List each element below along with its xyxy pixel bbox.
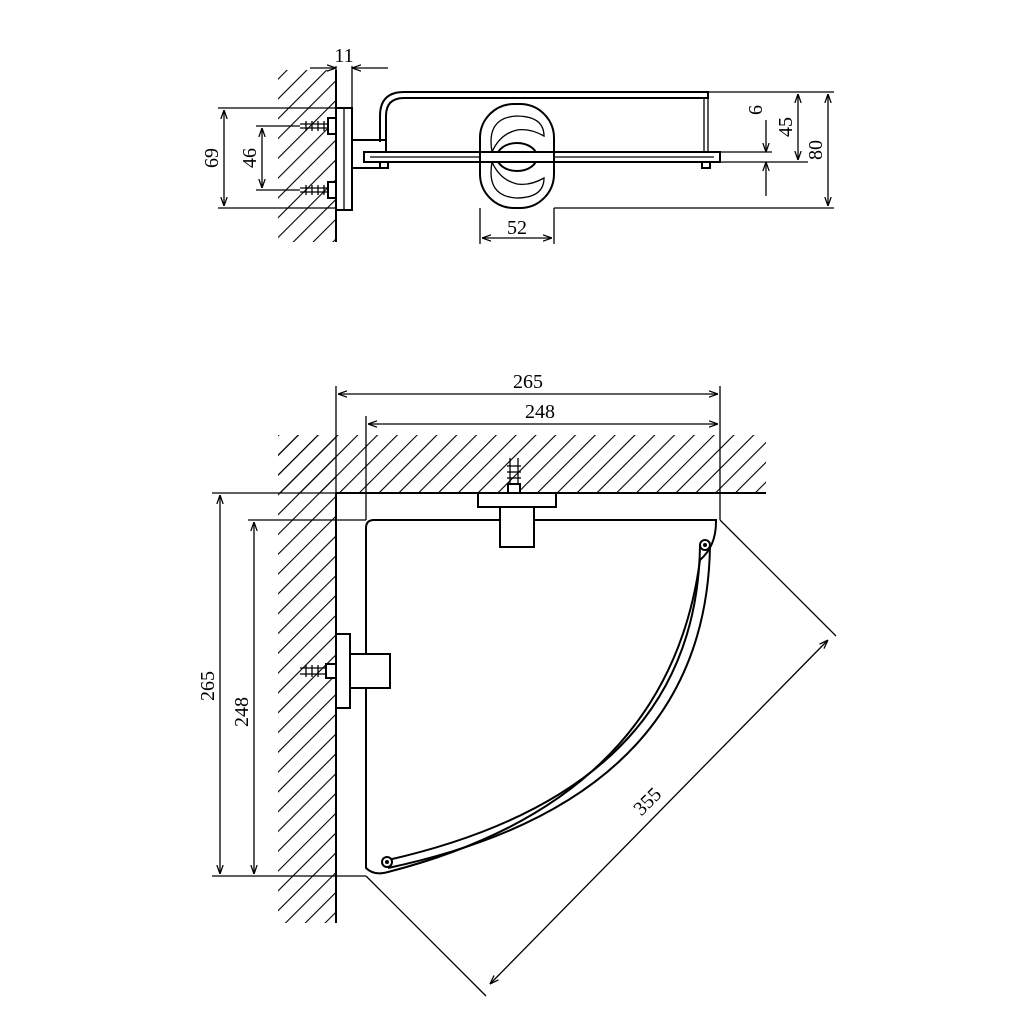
side-view: 11 69 46 6 45 80 52 bbox=[201, 45, 834, 244]
dim-width-inner: 248 bbox=[525, 401, 555, 423]
rail-side bbox=[379, 91, 709, 142]
screw-upper bbox=[300, 117, 337, 135]
dim-flange: 11 bbox=[334, 45, 353, 67]
dim-depth-outer: 265 bbox=[197, 671, 219, 701]
dim-diagonal: 355 bbox=[629, 783, 666, 820]
dim-holder-width: 52 bbox=[507, 217, 527, 239]
bracket-top bbox=[477, 458, 557, 548]
dim-depth-inner: 248 bbox=[231, 697, 253, 727]
wall-section-top bbox=[278, 435, 766, 493]
dim-rail: 45 bbox=[775, 117, 797, 137]
dim-glass: 6 bbox=[745, 105, 767, 115]
dim-screw-spacing: 46 bbox=[239, 148, 261, 168]
dim-total-height: 80 bbox=[805, 140, 827, 160]
wall-section-side bbox=[278, 70, 336, 242]
holder-clip-side bbox=[479, 103, 555, 209]
screw-lower bbox=[300, 181, 337, 199]
bracket-left bbox=[300, 633, 391, 709]
dim-width-outer: 265 bbox=[513, 371, 543, 393]
top-view: 265 248 265 248 355 bbox=[197, 371, 837, 997]
glass-shelf-top bbox=[365, 519, 717, 875]
dim-height-outer: 69 bbox=[201, 148, 223, 168]
